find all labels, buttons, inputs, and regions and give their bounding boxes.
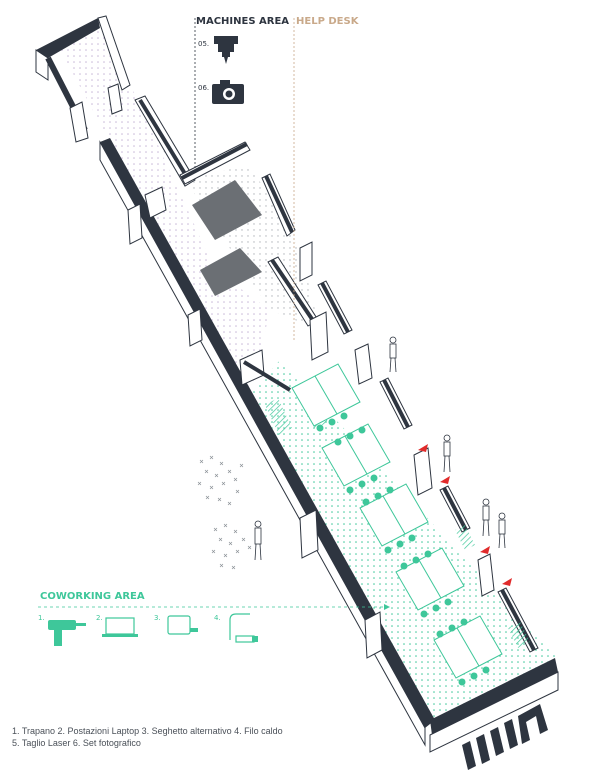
coworking-area-label: COWORKING AREA <box>40 591 145 602</box>
laptop-icon <box>102 617 138 637</box>
brand-logo-mark <box>462 704 548 770</box>
camera-icon <box>212 80 244 104</box>
table-cluster <box>291 363 503 679</box>
jigsaw-icon <box>167 615 198 635</box>
tool-number: 2. <box>96 614 103 622</box>
hatched-block <box>455 525 475 550</box>
laser-machine-pad <box>192 180 262 240</box>
photo-set-pad <box>200 248 262 296</box>
people-figures <box>254 336 506 561</box>
hatched-block <box>508 622 530 648</box>
hatched-block <box>265 398 292 435</box>
chairs <box>316 412 490 686</box>
legend-line-2: 5. Taglio Laser 6. Set fotografico <box>12 738 141 748</box>
machine-number: 05. <box>198 40 209 48</box>
laser-cutter-icon <box>214 36 238 64</box>
hot-wire-icon <box>229 613 258 643</box>
machine-number: 06. <box>198 84 209 92</box>
tool-number: 1. <box>38 614 45 622</box>
drill-icon <box>48 620 86 646</box>
crowd-scatter <box>197 455 252 570</box>
help-desk-label: HELP DESK <box>296 16 360 27</box>
right-walls <box>299 447 559 753</box>
tool-number: 4. <box>214 614 221 622</box>
coworking-guide-arrowhead <box>384 604 390 610</box>
machines-area-label: MACHINES AREA <box>196 16 289 27</box>
entry-arrows <box>418 444 512 586</box>
upper-walls <box>69 15 413 430</box>
legend-line-1: 1. Trapano 2. Postazioni Laptop 3. Seghe… <box>12 726 283 736</box>
tool-number: 3. <box>154 614 161 622</box>
